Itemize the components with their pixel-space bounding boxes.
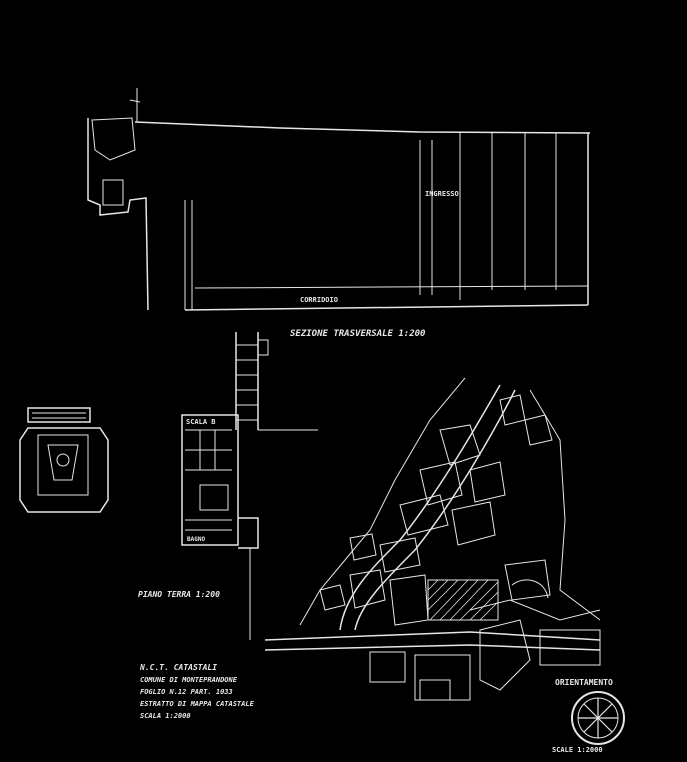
transverse-section: INGRESSO CORRIDOIO SEZIONE TRASVERSALE 1… (87, 88, 591, 339)
cadastral-map (264, 377, 601, 701)
note-line: SCALA 1:2000 (140, 712, 191, 720)
note-line: COMUNE DI MONTEPRANDONE (140, 676, 238, 684)
section-inner-label: INGRESSO (425, 190, 459, 198)
note-line: N.C.T. CATASTALI (139, 663, 217, 672)
plan-title: PIANO TERRA 1:200 (138, 590, 220, 599)
note-line: ESTRATTO DI MAPPA CATASTALE (140, 700, 255, 708)
cadastral-notes: N.C.T. CATASTALI COMUNE DI MONTEPRANDONE… (139, 663, 255, 720)
ground-floor-plan: SCALA B BAGNO PIANO TERRA 1:200 (138, 332, 318, 640)
stamp-seal-icon (19, 407, 109, 513)
plan-room-label: BAGNO (187, 536, 205, 543)
orientation-block: ORIENTAMENTO SCALE 1:2000 (552, 678, 625, 754)
section-title: SEZIONE TRASVERSALE 1:200 (290, 329, 426, 339)
orientation-scale: SCALE 1:2000 (552, 746, 603, 754)
orientation-label: ORIENTAMENTO (555, 678, 613, 687)
compass-rose-icon (571, 691, 625, 745)
plan-stair-label: SCALA B (186, 418, 216, 426)
note-line: FOGLIO N.12 PART. 1033 (140, 688, 233, 696)
section-ground-label: CORRIDOIO (300, 296, 338, 304)
